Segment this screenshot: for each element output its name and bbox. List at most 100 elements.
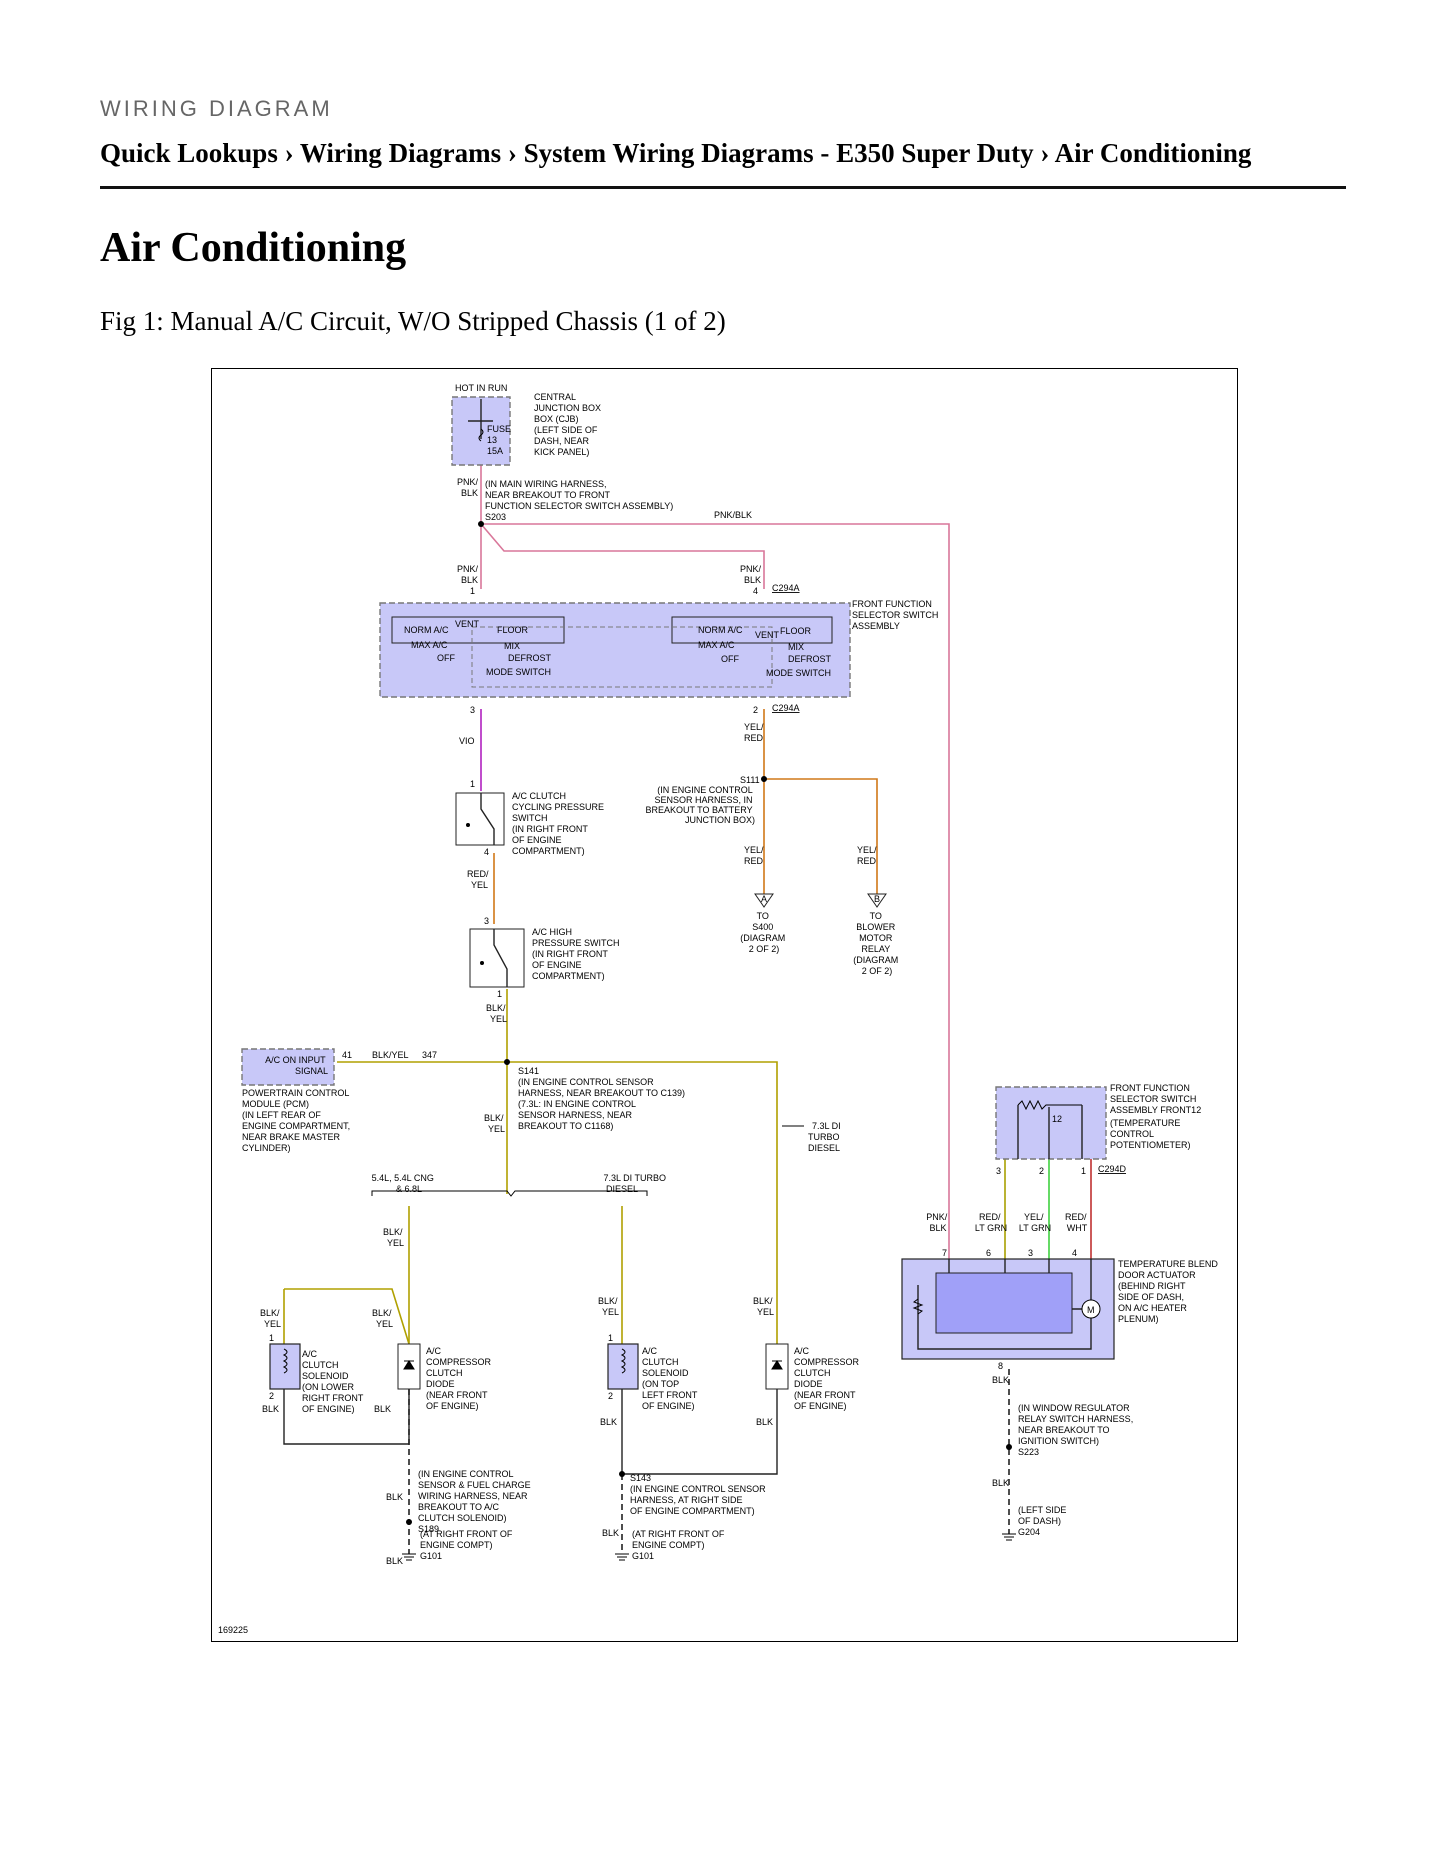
powertrain-control-module[interactable] <box>241 1048 335 1086</box>
hot-in-run-label: HOT IN RUN <box>455 383 507 393</box>
wire-red-ltgrn-label: RED/ LT GRN <box>975 1212 1007 1233</box>
s143-label: S143 (IN ENGINE CONTROL SENSOR HARNESS, … <box>630 1473 768 1516</box>
s111-label: S111 <box>740 775 760 785</box>
ac-compressor-clutch-diode-1[interactable] <box>397 1343 421 1390</box>
svg-text:DEFROST: DEFROST <box>508 653 552 663</box>
ffs-pin-3: 3 <box>470 705 475 715</box>
pcm-label: POWERTRAIN CONTROL MODULE (PCM) (IN LEFT… <box>242 1088 353 1153</box>
solenoid-2-pin-1: 1 <box>608 1333 613 1343</box>
circuit-347-label: 347 <box>422 1050 437 1060</box>
c294d-label: C294D <box>1098 1164 1127 1174</box>
front-function-selector-switch[interactable] <box>379 602 851 698</box>
wiring-diagram: HOT IN RUN CENTRAL JUNCTION BOX BOX (CJB… <box>218 383 1220 1635</box>
to-blower-motor-relay-label: TO BLOWER MOTOR RELAY (DIAGRAM 2 OF 2) <box>853 911 901 976</box>
ground-icon <box>402 1533 1016 1561</box>
wire-blk-yel-5-label: BLK/ YEL <box>372 1308 394 1329</box>
header-divider <box>100 186 1346 189</box>
breadcrumb[interactable]: Quick Lookups › Wiring Diagrams › System… <box>100 138 1252 168</box>
temperature-control-potentiometer[interactable] <box>995 1086 1107 1160</box>
svg-text:FLOOR: FLOOR <box>497 625 529 635</box>
solenoid-2-label: A/C CLUTCH SOLENOID (ON TOP LEFT FRONT O… <box>642 1346 700 1411</box>
diagram-id: 169225 <box>218 1625 248 1635</box>
wire-yel-ltgrn-label: YEL/ LT GRN <box>1019 1212 1051 1233</box>
wire-blk-7-label: BLK <box>602 1528 619 1538</box>
page-kicker: WIRING DIAGRAM <box>100 96 333 121</box>
g204-label: (LEFT SIDE OF DASH) G204 <box>1018 1505 1069 1537</box>
pot-12-label: 12 <box>1052 1114 1062 1124</box>
svg-text:MODE SWITCH: MODE SWITCH <box>766 668 831 678</box>
wire-pnk-blk-2-label: PNK/ BLK 1 <box>457 564 481 596</box>
svg-text:NORM A/C: NORM A/C <box>404 625 449 635</box>
s111-harness-label: (IN ENGINE CONTROL SENSOR HARNESS, IN BR… <box>645 785 755 825</box>
svg-text:OFF: OFF <box>437 653 455 663</box>
solenoid-1-label: A/C CLUTCH SOLENOID (ON LOWER RIGHT FRON… <box>302 1349 366 1414</box>
diesel-note-label: 7.3L DI TURBO DIESEL <box>808 1121 843 1153</box>
svg-text:NORM A/C: NORM A/C <box>698 625 743 635</box>
svg-text:OFF: OFF <box>721 654 739 664</box>
svg-text:B: B <box>874 894 880 904</box>
svg-text:VENT: VENT <box>755 630 780 640</box>
wire-pnk-blk-3-label: PNK/ BLK 4 <box>740 564 764 596</box>
hp-switch-label: A/C HIGH PRESSURE SWITCH (IN RIGHT FRONT… <box>532 927 622 981</box>
wire-vio-label: VIO <box>459 736 475 746</box>
engine-option-bracket <box>371 1190 648 1197</box>
solenoid-2-pin-2: 2 <box>608 1391 613 1401</box>
connector-b[interactable]: B <box>867 893 887 908</box>
diode-2-label: A/C COMPRESSOR CLUTCH DIODE (NEAR FRONT … <box>794 1346 862 1411</box>
wire-yel-red-2-label: YEL/ RED <box>744 845 766 866</box>
temperature-blend-door-actuator[interactable] <box>901 1258 1115 1360</box>
page-title: Air Conditioning <box>100 225 407 271</box>
central-junction-box[interactable] <box>451 396 511 466</box>
wire-blk-5-label: BLK <box>386 1492 403 1502</box>
solenoid-1-pin-2: 2 <box>269 1391 274 1401</box>
wire-blk-yel-1-label: BLK/ YEL <box>486 1003 508 1024</box>
act-pin-4: 4 <box>1072 1248 1077 1258</box>
wire-pnk-blk-label: PNK/ BLK <box>457 477 481 498</box>
svg-text:A: A <box>761 894 767 904</box>
wire-blk-yel-7-label: BLK/ YEL <box>753 1296 775 1317</box>
fuse-label: FUSE 13 15A <box>487 424 514 456</box>
ffs-assembly-label: FRONT FUNCTION SELECTOR SWITCH ASSEMBLY <box>852 599 941 631</box>
pot-pin-2: 2 <box>1039 1166 1044 1176</box>
svg-text:DEFROST: DEFROST <box>788 654 832 664</box>
ac-input-signal-label: A/C ON INPUT SIGNAL <box>265 1055 328 1076</box>
wire-pnk-blk-4-label: PNK/ BLK <box>926 1212 950 1233</box>
pot-pin-1: 1 <box>1081 1166 1086 1176</box>
wire-blk-2-label: BLK <box>374 1404 391 1414</box>
wire-blk-yel-2-label: BLK/ YEL <box>484 1113 506 1134</box>
s141-label: S141 (IN ENGINE CONTROL SENSOR HARNESS, … <box>518 1066 688 1131</box>
connector-a[interactable]: A <box>754 893 774 908</box>
svg-text:MAX A/C: MAX A/C <box>411 640 448 650</box>
g101-2-label: (AT RIGHT FRONT OF ENGINE COMPT) G101 <box>632 1529 727 1561</box>
c294a-label: C294A <box>772 583 800 593</box>
svg-text:MODE SWITCH: MODE SWITCH <box>486 667 551 677</box>
actuator-label: TEMPERATURE BLEND DOOR ACTUATOR (BEHIND … <box>1118 1259 1220 1324</box>
solenoid-1-pin-1: 1 <box>269 1333 274 1343</box>
cycling-pin-4: 4 <box>484 847 489 857</box>
figure-caption: Fig 1: Manual A/C Circuit, W/O Stripped … <box>100 306 726 336</box>
hp-pin-3: 3 <box>484 916 489 926</box>
s203-label: (IN MAIN WIRING HARNESS, NEAR BREAKOUT T… <box>485 479 676 522</box>
s223-label: (IN WINDOW REGULATOR RELAY SWITCH HARNES… <box>1018 1403 1136 1457</box>
act-pin-3: 3 <box>1028 1248 1033 1258</box>
hp-pin-1: 1 <box>497 989 502 999</box>
ac-clutch-solenoid-2[interactable] <box>607 1343 639 1390</box>
svg-text:VENT: VENT <box>455 619 480 629</box>
wire-blk-yel-4-label: BLK/ YEL <box>260 1308 282 1329</box>
wire-blk-yel-3-label: BLK/ YEL <box>383 1227 405 1248</box>
wire-blk-4-label: BLK <box>756 1417 773 1427</box>
wire-blk-1-label: BLK <box>262 1404 279 1414</box>
engine-54-label: 5.4L, 5.4L CNG & 6.8L <box>372 1173 437 1194</box>
ac-high-pressure-switch[interactable] <box>469 928 525 988</box>
switch-right-labels: NORM A/C VENT FLOOR MAX A/C MIX OFF DEFR… <box>698 625 832 678</box>
ac-compressor-clutch-diode-2[interactable] <box>765 1343 789 1390</box>
wire-yel-red-1-label: YEL/ RED <box>744 722 766 743</box>
ac-clutch-solenoid-1[interactable] <box>269 1343 301 1390</box>
ac-clutch-cycling-pressure-switch[interactable] <box>455 792 505 846</box>
to-s400-label: TO S400 (DIAGRAM 2 OF 2) <box>740 911 788 954</box>
s189-label: (IN ENGINE CONTROL SENSOR & FUEL CHARGE … <box>418 1469 533 1534</box>
wire-blk-9-label: BLK <box>992 1478 1009 1488</box>
wire-red-wht-label: RED/ WHT <box>1065 1212 1089 1233</box>
wire-blk-yel-6-label: BLK/ YEL <box>598 1296 620 1317</box>
switch-left-labels: NORM A/C VENT FLOOR MAX A/C MIX OFF DEFR… <box>404 619 552 677</box>
